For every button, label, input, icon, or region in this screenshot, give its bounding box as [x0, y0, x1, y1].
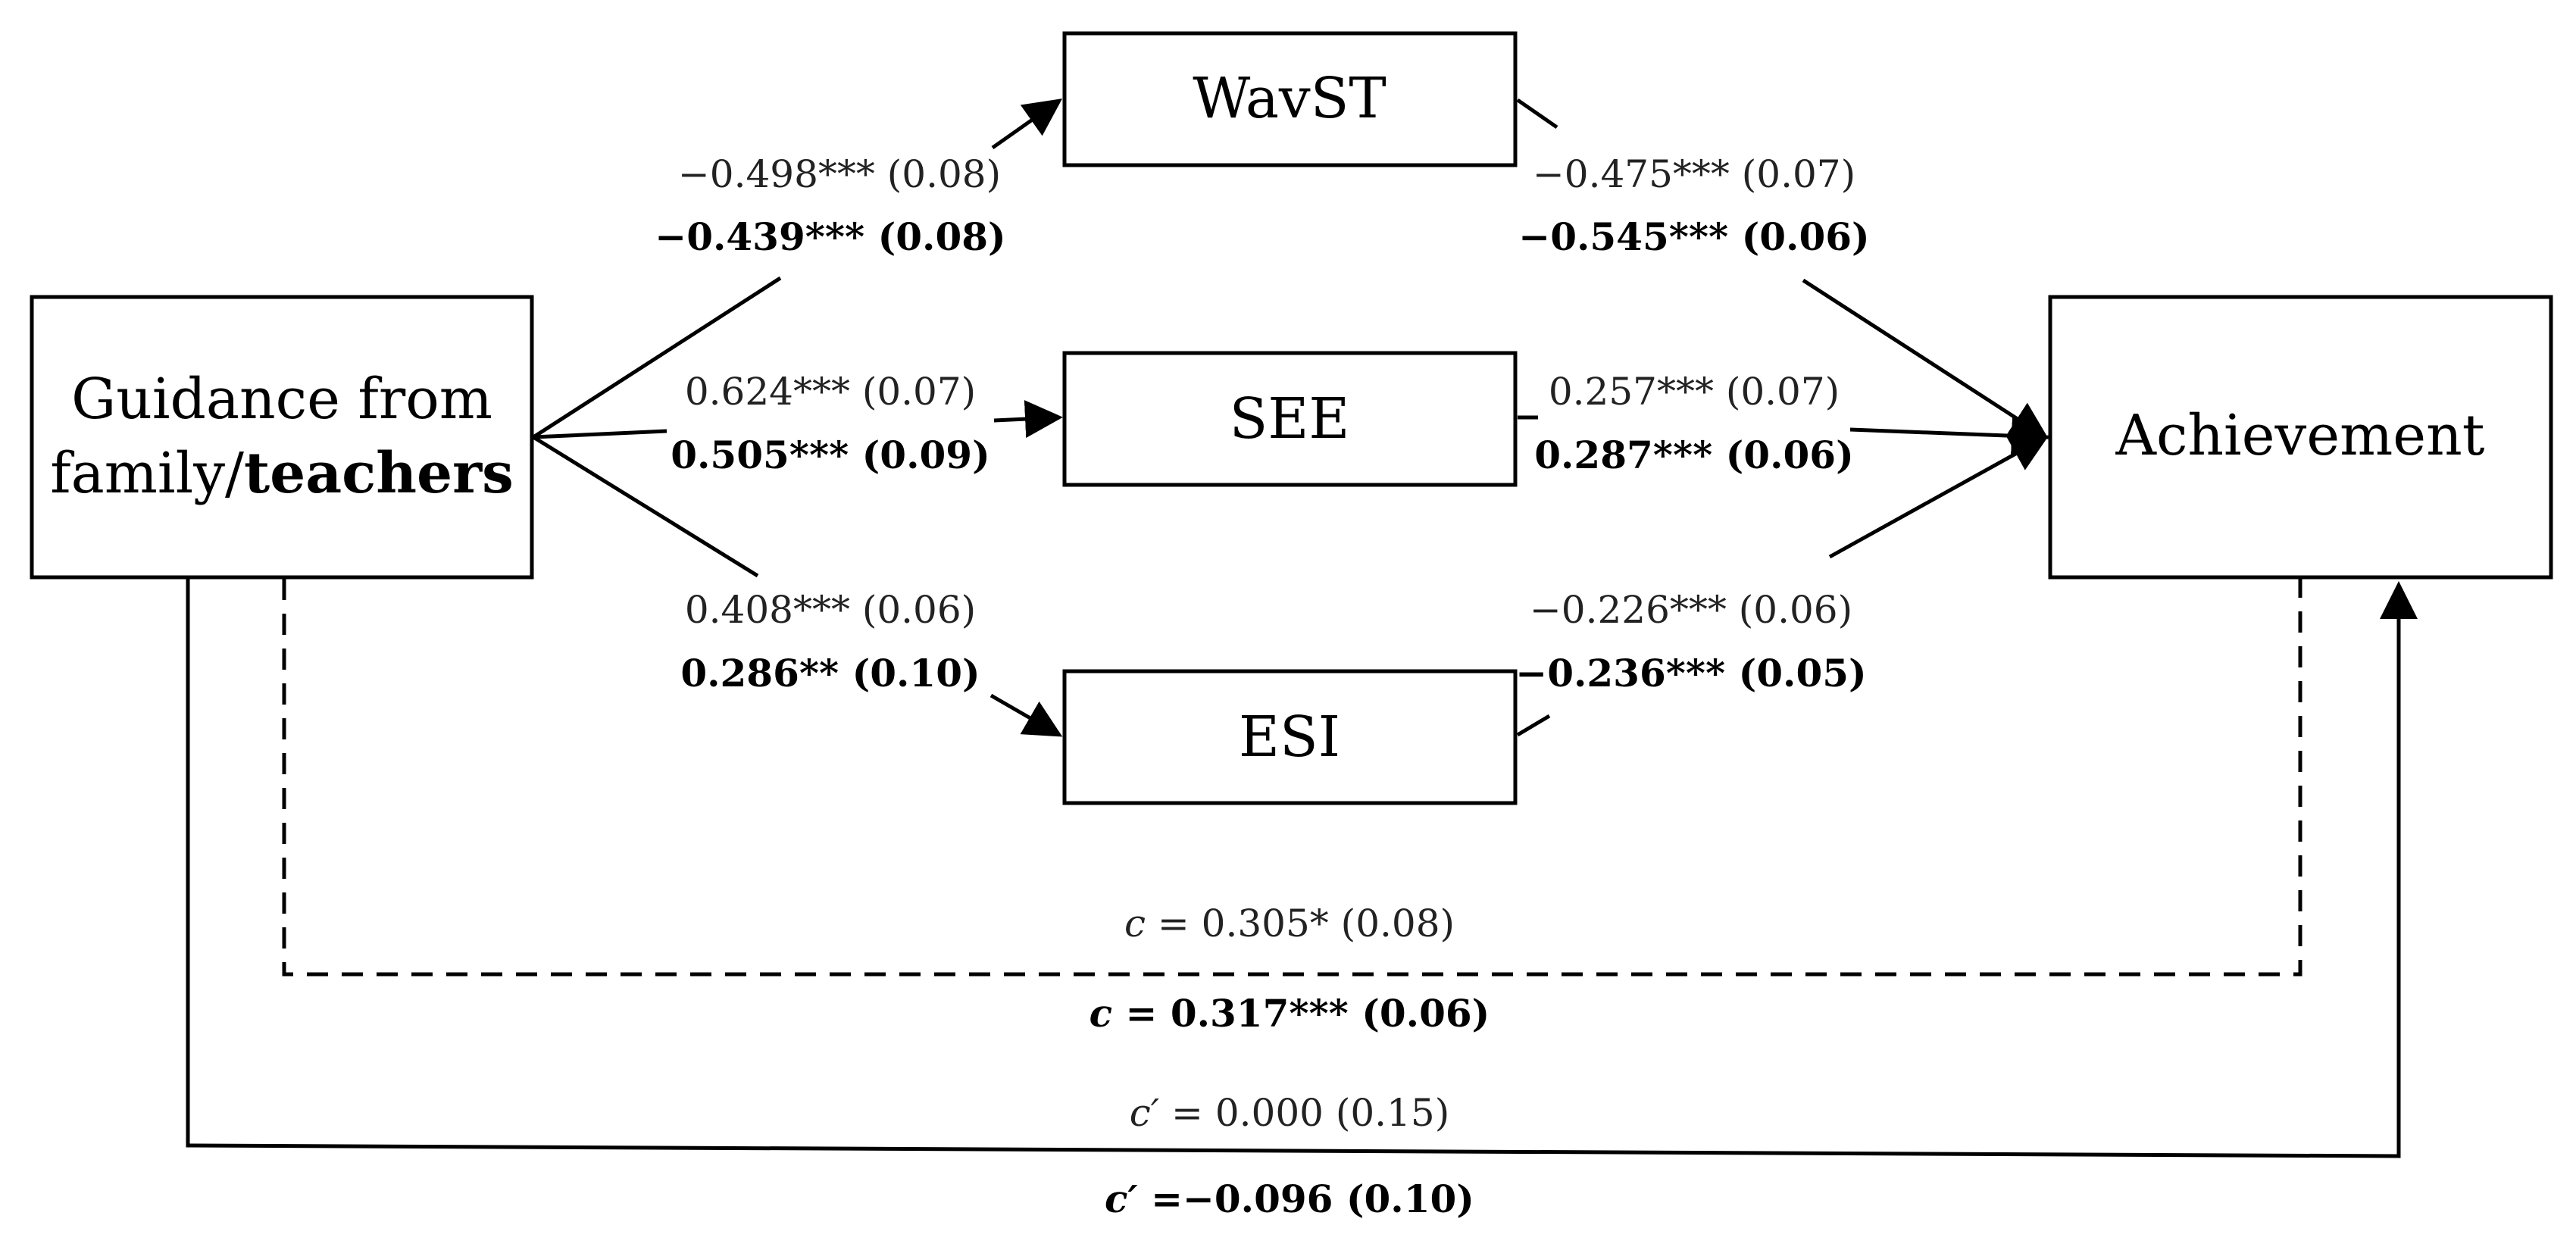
a-esi-coef: 0.408*** (0.06) [685, 588, 976, 632]
b-see-coef-bold: 0.287*** (0.06) [1534, 433, 1854, 477]
see-label: SEE [1230, 386, 1350, 452]
b-wavst-coef-bold: −0.545*** (0.06) [1518, 214, 1869, 259]
b-see-coef: 0.257*** (0.07) [1549, 370, 1840, 414]
path-b-see-line [1849, 417, 2049, 455]
wavst-box [1062, 31, 1518, 167]
path-a-esi-line [532, 435, 759, 578]
path-a-see-line [533, 429, 667, 439]
outcome-label: Achievement [2115, 403, 2485, 468]
a-wavst-coef: −0.498*** (0.08) [678, 152, 1001, 196]
path-b-esi-line [1828, 435, 2049, 559]
b-esi-coef-bold: −0.236*** (0.05) [1515, 651, 1866, 695]
wavst-label: WavST [1193, 66, 1386, 131]
path-a-see-arrow [993, 400, 1063, 439]
b-wavst-coef: −0.475*** (0.07) [1533, 152, 1855, 196]
a-see-coef-bold: 0.505*** (0.09) [671, 433, 990, 477]
a-esi-coef-bold: 0.286** (0.10) [680, 651, 980, 695]
see-box [1062, 351, 1518, 487]
predictor-label: Guidance from [71, 367, 492, 432]
predictor-label-line2: family/teachers [50, 441, 514, 506]
total-effect-coef-bold: c = 0.317*** (0.06) [1089, 991, 1490, 1036]
a-wavst-coef-bold: −0.439*** (0.08) [655, 214, 1005, 259]
direct-effect-coef-bold: c′ =−0.096 (0.10) [1105, 1177, 1474, 1221]
a-see-coef: 0.624*** (0.07) [685, 370, 976, 414]
direct-effect-path [186, 579, 2418, 1158]
esi-label: ESI [1239, 705, 1340, 770]
outcome-box [2048, 295, 2553, 580]
path-a-esi-arrow [989, 693, 1063, 737]
path-b-wavst-stub [1516, 98, 1558, 130]
b-esi-coef: −0.226*** (0.06) [1530, 588, 1852, 632]
total-effect-path [282, 579, 2302, 977]
direct-effect-coef: c′ = 0.000 (0.15) [1130, 1091, 1449, 1135]
esi-box [1062, 669, 1518, 805]
path-a-wavst-line [532, 276, 782, 439]
path-a-wavst-arrow [991, 98, 1063, 150]
total-effect-coef: c = 0.305* (0.08) [1124, 902, 1455, 945]
path-b-esi-stub [1516, 714, 1551, 737]
path-b-wavst-line [1802, 278, 2049, 439]
predictor-box [30, 295, 534, 580]
